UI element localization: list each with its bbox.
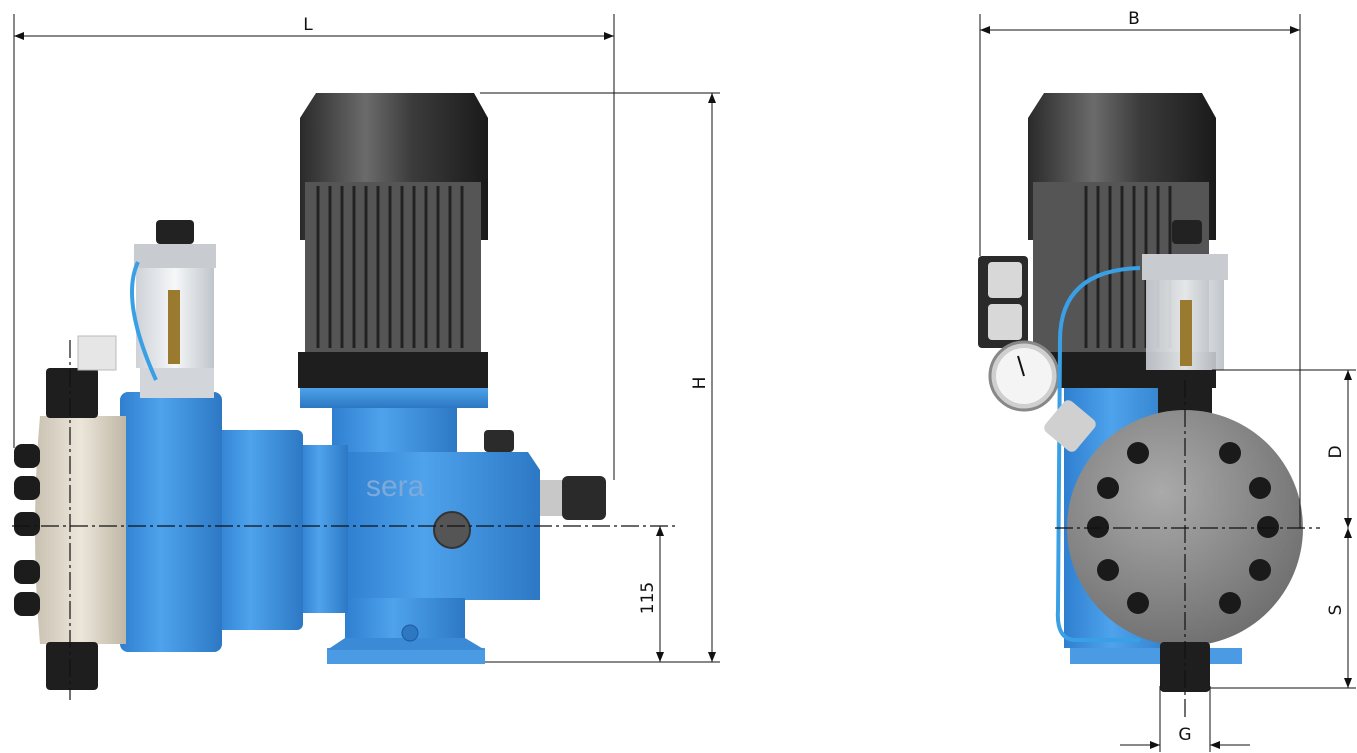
drain-plug xyxy=(401,624,419,642)
base-plate-front xyxy=(1070,648,1242,664)
discharge-valve xyxy=(46,368,98,418)
oil-reservoir-front xyxy=(1142,220,1228,370)
diaphragm-head xyxy=(35,416,126,644)
suction-valve-front xyxy=(1160,642,1210,692)
centerlines-right xyxy=(1055,380,1320,720)
oil-reservoir xyxy=(130,220,216,398)
valve-body-front xyxy=(1044,400,1096,452)
oil-line xyxy=(1055,266,1141,642)
pressure-gauge xyxy=(988,340,1060,412)
front-view xyxy=(978,93,1303,692)
motor-cooling-fins xyxy=(316,186,464,348)
dim-label-length: L xyxy=(303,15,313,35)
motor-flange xyxy=(300,388,488,408)
dimension-labels: L H 115 B D S G xyxy=(303,9,1346,745)
centerlines-left xyxy=(12,340,675,700)
vent-cap xyxy=(484,430,514,452)
dim-label-discharge: D xyxy=(1326,445,1346,458)
dimension-lines xyxy=(13,14,1356,752)
stroke-adjust-knob xyxy=(433,511,471,549)
base-plate xyxy=(327,648,485,664)
gauge-bracket xyxy=(77,335,117,371)
dim-label-suction: S xyxy=(1326,605,1346,616)
dim-label-height: H xyxy=(690,377,710,390)
drive-body xyxy=(215,430,303,630)
pump-body xyxy=(120,392,222,652)
stroke-adjust-handwheel xyxy=(562,476,606,520)
head-bolts-front xyxy=(1087,442,1279,614)
motor xyxy=(298,93,488,388)
suction-valve xyxy=(46,642,98,690)
dim-label-width: B xyxy=(1128,9,1140,29)
dim-label-shaft-height: 115 xyxy=(638,582,658,614)
drive-housing xyxy=(300,445,348,613)
dim-label-connection: G xyxy=(1178,725,1191,745)
head-bolts xyxy=(14,444,40,616)
stroke-coupling xyxy=(540,480,564,516)
side-view: sera xyxy=(14,93,606,690)
brand-logo: sera xyxy=(366,470,425,503)
